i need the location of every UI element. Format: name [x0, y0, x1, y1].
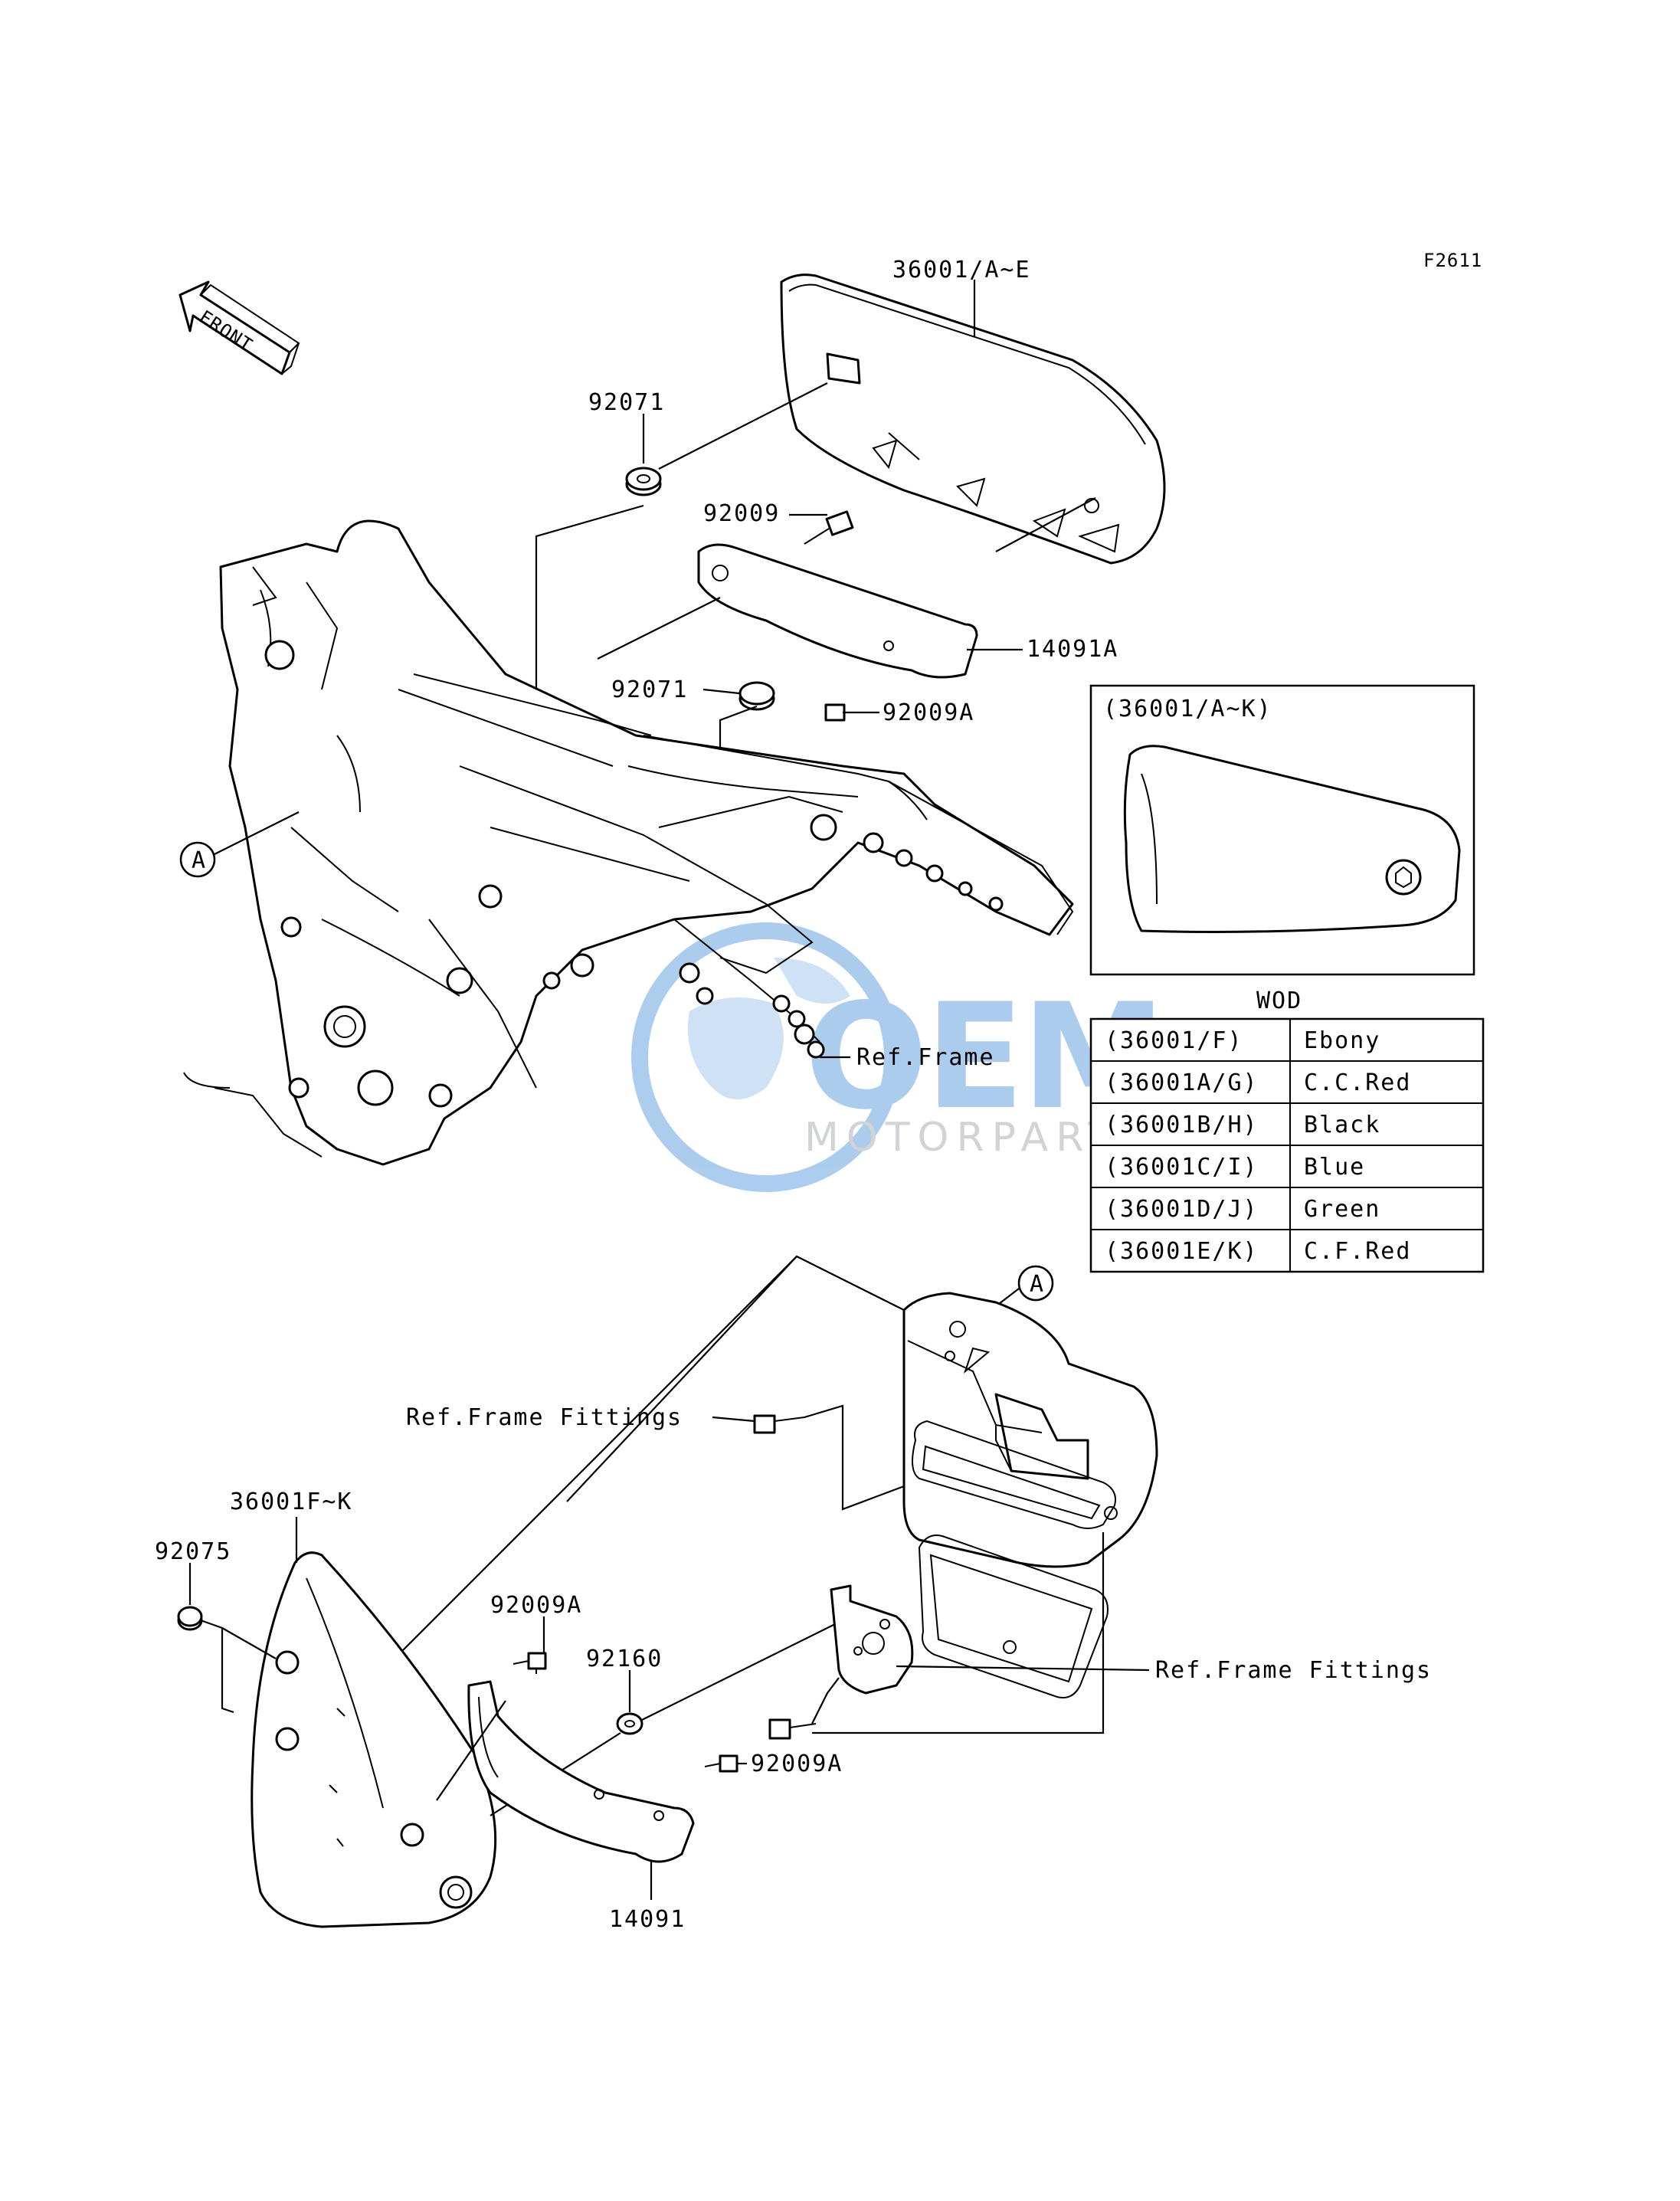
figure-code: F2611 [1423, 250, 1482, 271]
color-table: WOD (36001/F) Ebony (36001A/G) C.C.Red (… [1089, 988, 1485, 1273]
callout-92075: 92075 [155, 1538, 231, 1565]
callout-36001f-k: 36001F~K [230, 1489, 353, 1515]
callout-92160: 92160 [586, 1646, 663, 1672]
bolt-92009 [804, 510, 854, 545]
table-row-color: C.C.Red [1304, 1069, 1411, 1096]
table-row-part: (36001A/G) [1105, 1069, 1259, 1096]
washer-92160 [616, 1712, 644, 1735]
bolt-fittings-2 [768, 1718, 817, 1740]
table-row-color: Green [1304, 1196, 1380, 1223]
table-row-part: (36001E/K) [1105, 1238, 1259, 1265]
table-row-part: (36001C/I) [1105, 1154, 1259, 1181]
motorcycle-frame [183, 519, 1074, 1166]
callout-14091a: 14091A [1027, 636, 1118, 663]
callout-92009a-lower-1: 92009A [490, 1592, 582, 1619]
table-row-color: Blue [1304, 1154, 1365, 1181]
callout-ref-frame: Ref.Frame [856, 1044, 995, 1071]
callout-92009a-upper: 92009A [883, 699, 974, 726]
nut-92075 [177, 1606, 203, 1631]
grommet-upper-1 [625, 467, 662, 496]
callout-92009: 92009 [703, 500, 780, 527]
table-row-color: Ebony [1304, 1027, 1380, 1054]
grommet-upper-2 [738, 681, 775, 711]
bracket-14091 [467, 1680, 695, 1863]
marker-a-box: A [1017, 1265, 1054, 1302]
marker-a-frame: A [179, 841, 216, 878]
callout-92071-lower: 92071 [611, 676, 688, 703]
table-row-color: Black [1304, 1112, 1380, 1138]
color-table-title: WOD [1256, 988, 1302, 1014]
side-cover-lower [251, 1551, 497, 1928]
front-arrow-icon: FRONT [178, 280, 300, 375]
bolt-fittings-1 [753, 1414, 805, 1434]
table-row-part: (36001B/H) [1105, 1112, 1259, 1138]
bolt-92009a-lower-1 [513, 1652, 547, 1674]
callout-92071-upper: 92071 [588, 389, 665, 416]
callout-36001-a-e: 36001/A~E [892, 257, 1031, 283]
callout-ref-frame-fittings-2: Ref.Frame Fittings [1155, 1657, 1432, 1684]
callout-ref-frame-fittings-1: Ref.Frame Fittings [406, 1404, 683, 1431]
inset-panel: (36001/A~K) [1089, 684, 1475, 976]
bolt-92009a-lower-2 [704, 1754, 738, 1773]
globe-icon [631, 922, 901, 1192]
svg-text:A: A [1030, 1271, 1045, 1298]
inset-title: (36001/A~K) [1103, 696, 1272, 722]
table-row-color: C.F.Red [1304, 1238, 1411, 1265]
plate-bracket [830, 1584, 914, 1695]
side-cover-upper [780, 273, 1166, 565]
watermark-subtitle: MOTORPARTS [804, 1115, 1153, 1161]
frame-fitting-box [902, 1292, 1158, 1698]
callout-14091: 14091 [609, 1906, 686, 1933]
svg-text:A: A [192, 847, 207, 874]
callout-92009a-lower-2: 92009A [751, 1751, 843, 1777]
table-row-part: (36001/F) [1105, 1027, 1243, 1054]
bracket-14091a [697, 543, 978, 679]
table-row-part: (36001D/J) [1105, 1196, 1259, 1223]
